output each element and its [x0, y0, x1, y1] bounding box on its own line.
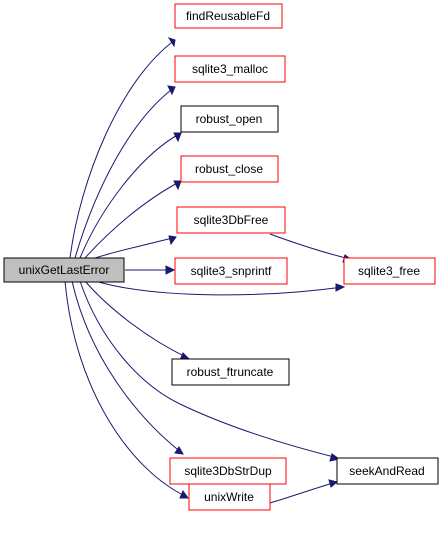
node-label: seekAndRead	[349, 464, 424, 478]
edge-unixGetLastError-sqlite3_free	[94, 280, 346, 296]
node-label: robust_close	[195, 162, 263, 176]
node-label: sqlite3_snprintf	[191, 264, 272, 278]
edge-unixGetLastError-robust_open	[79, 132, 182, 259]
node-sqlite3_malloc[interactable]: sqlite3_malloc	[174, 55, 286, 83]
node-sqlite3_snprintf[interactable]: sqlite3_snprintf	[174, 257, 288, 285]
node-label: sqlite3DbStrDup	[184, 464, 272, 478]
edge-unixGetLastError-robust_close	[84, 180, 182, 259]
node-unixWrite[interactable]: unixWrite	[188, 483, 271, 511]
node-robust_open[interactable]: robust_open	[180, 105, 279, 133]
edge-unixGetLastError-sqlite3DbStrDup	[71, 280, 184, 455]
node-unixGetLastError[interactable]: unixGetLastError	[3, 257, 125, 283]
node-label: robust_ftruncate	[187, 365, 274, 379]
node-label: sqlite3_free	[358, 264, 420, 278]
node-robust_ftruncate[interactable]: robust_ftruncate	[171, 358, 290, 386]
edge-unixGetLastError-robust_ftruncate	[84, 280, 191, 361]
node-sqlite3DbFree[interactable]: sqlite3DbFree	[176, 206, 286, 234]
edge-unixGetLastError-sqlite3_malloc	[74, 85, 176, 259]
node-label: findReusableFd	[186, 9, 270, 23]
edge-unixGetLastError-findReusableFd	[69, 37, 176, 259]
node-robust_close[interactable]: robust_close	[180, 155, 279, 183]
node-sqlite3DbStrDup[interactable]: sqlite3DbStrDup	[169, 457, 287, 485]
node-label: robust_open	[196, 112, 263, 126]
node-label: unixWrite	[204, 490, 254, 504]
node-sqlite3_free[interactable]: sqlite3_free	[343, 257, 436, 285]
node-label: unixGetLastError	[19, 263, 110, 277]
node-seekAndRead[interactable]: seekAndRead	[336, 457, 439, 485]
node-findReusableFd[interactable]: findReusableFd	[174, 3, 283, 29]
edge-unixGetLastError-sqlite3_snprintf	[125, 265, 176, 275]
edge-unixGetLastError-sqlite3DbFree	[94, 235, 177, 259]
edge-unixGetLastError-unixWrite	[64, 280, 189, 499]
edge-unixWrite-seekAndRead	[269, 479, 339, 504]
node-label: sqlite3DbFree	[194, 213, 269, 227]
node-label: sqlite3_malloc	[192, 62, 268, 76]
